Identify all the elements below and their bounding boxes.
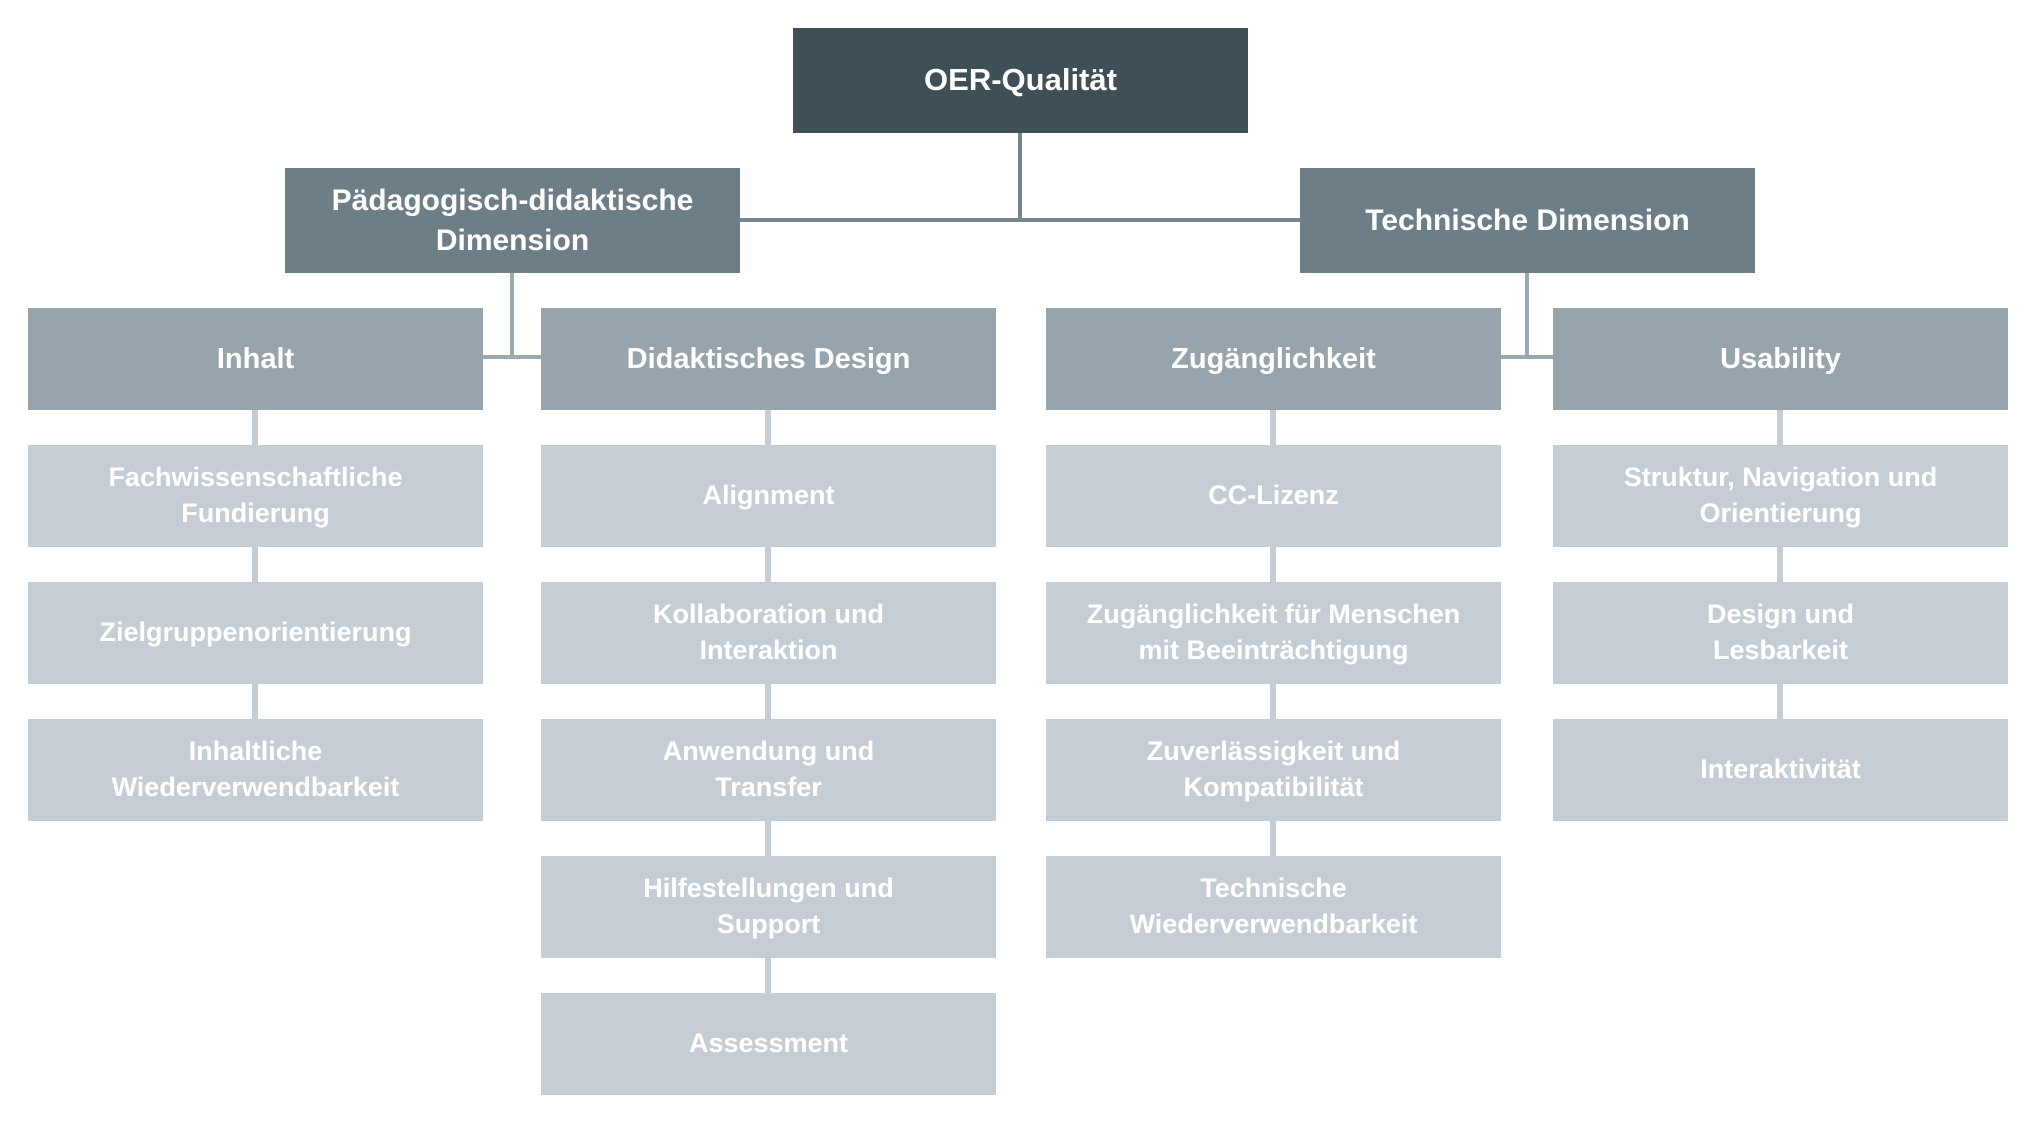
node-zugaenglichkeit-fuer-menschen: Zugänglichkeit für Menschen mit Beeinträ…: [1046, 582, 1501, 684]
node-inhaltliche-wiederverwendbarkeit: Inhaltliche Wiederverwendbarkeit: [28, 719, 483, 821]
connector-didaktisch-leaf-4: [765, 821, 771, 857]
connector-usability-leaf-1: [1777, 410, 1783, 446]
connector-paedagogisch-drop: [510, 273, 514, 359]
node-oer-qualitaet: OER-Qualität: [793, 28, 1248, 133]
connector-zugaenglichkeit-leaf-1: [1270, 410, 1276, 446]
node-kollaboration-und-interaktion: Kollaboration und Interaktion: [541, 582, 996, 684]
node-interaktivitaet: Interaktivität: [1553, 719, 2008, 821]
node-technische-dimension: Technische Dimension: [1300, 168, 1755, 273]
node-zugaenglichkeit: Zugänglichkeit: [1046, 308, 1501, 410]
node-usability: Usability: [1553, 308, 2008, 410]
connector-inhalt-leaf-1: [252, 410, 258, 446]
connector-technische-drop: [1525, 273, 1529, 359]
connector-paedagogisch-tee: [483, 355, 541, 359]
connector-didaktisch-leaf-1: [765, 410, 771, 446]
node-inhalt: Inhalt: [28, 308, 483, 410]
connector-usability-leaf-3: [1777, 684, 1783, 720]
connector-root-drop: [1018, 133, 1022, 222]
node-alignment: Alignment: [541, 445, 996, 547]
connector-didaktisch-leaf-5: [765, 958, 771, 994]
node-fachwissenschaftliche-fundierung: Fachwissenschaftliche Fundierung: [28, 445, 483, 547]
connector-zugaenglichkeit-leaf-2: [1270, 547, 1276, 583]
node-design-und-lesbarkeit: Design und Lesbarkeit: [1553, 582, 2008, 684]
connector-didaktisch-leaf-2: [765, 547, 771, 583]
connector-dimensions-tee: [740, 218, 1300, 222]
node-technische-wiederverwendbarkeit: Technische Wiederverwendbarkeit: [1046, 856, 1501, 958]
connector-didaktisch-leaf-3: [765, 684, 771, 720]
node-zuverlaessigkeit-und-kompatibilitaet: Zuverlässigkeit und Kompatibilität: [1046, 719, 1501, 821]
connector-technische-tee: [1501, 355, 1553, 359]
connector-usability-leaf-2: [1777, 547, 1783, 583]
connector-zugaenglichkeit-leaf-4: [1270, 821, 1276, 857]
node-struktur-navigation-orientierung: Struktur, Navigation und Orientierung: [1553, 445, 2008, 547]
node-paedagogisch-didaktische-dimension: Pädagogisch-didaktische Dimension: [285, 168, 740, 273]
connector-zugaenglichkeit-leaf-3: [1270, 684, 1276, 720]
connector-inhalt-leaf-2: [252, 547, 258, 583]
node-assessment: Assessment: [541, 993, 996, 1095]
connector-inhalt-leaf-3: [252, 684, 258, 720]
node-hilfestellungen-und-support: Hilfestellungen und Support: [541, 856, 996, 958]
node-zielgruppenorientierung: Zielgruppenorientierung: [28, 582, 483, 684]
node-didaktisches-design: Didaktisches Design: [541, 308, 996, 410]
node-cc-lizenz: CC-Lizenz: [1046, 445, 1501, 547]
node-anwendung-und-transfer: Anwendung und Transfer: [541, 719, 996, 821]
